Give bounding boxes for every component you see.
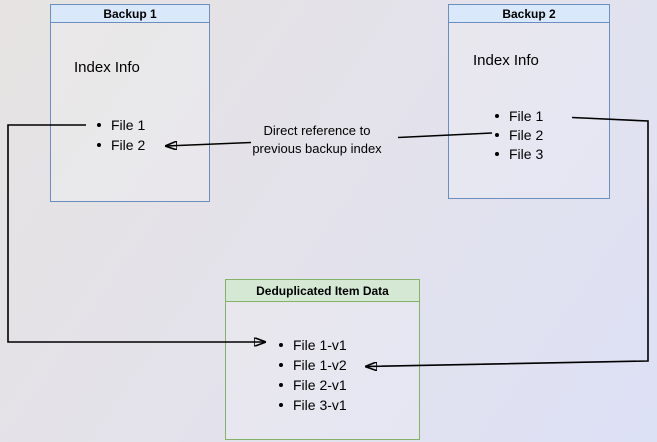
backup1-title: Backup 1 [51,5,209,23]
bullet-icon [495,151,499,156]
list-item: File 3-v1 [279,395,347,415]
bullet-icon [97,123,101,127]
backup2-node: Backup 2 Index Info File 1 File 2 File 3 [448,4,610,199]
dedup-file-list: File 1-v1 File 1-v2 File 2-v1 File 3-v1 [279,335,347,415]
direct-reference-label: Direct reference to previous backup inde… [242,122,392,158]
backup1-node: Backup 1 Index Info File 1 File 2 [50,4,210,202]
list-item: File 2-v1 [279,375,347,395]
bullet-icon [279,403,283,407]
list-item: File 1 [97,115,145,135]
list-item: File 2 [97,135,145,155]
bullet-icon [97,143,101,147]
list-item: File 2 [495,125,543,144]
list-item: File 1 [495,106,543,125]
dedup-title: Deduplicated Item Data [226,280,419,302]
list-item-label: File 2 [111,137,146,153]
backup1-index-info-label: Index Info [74,59,140,76]
list-item-label: File 1 [111,117,146,133]
direct-reference-label-line1: Direct reference to [263,123,371,138]
bullet-icon [279,363,283,367]
list-item-label: File 1 [509,107,544,124]
list-item-label: File 3-v1 [293,397,347,413]
list-item-label: File 2 [509,126,544,143]
list-item: File 1-v2 [279,355,347,375]
list-item: File 1-v1 [279,335,347,355]
direct-reference-label-line2: previous backup index [252,141,382,156]
list-item-label: File 3 [509,145,544,162]
backup2-index-info-label: Index Info [473,52,539,69]
bullet-icon [495,113,499,118]
bullet-icon [495,132,499,137]
dedup-node: Deduplicated Item Data File 1-v1 File 1-… [225,279,420,440]
backup2-title: Backup 2 [449,5,609,23]
list-item-label: File 2-v1 [293,377,347,393]
backup1-file-list: File 1 File 2 [97,115,145,155]
list-item-label: File 1-v1 [293,337,347,353]
bullet-icon [279,383,283,387]
list-item: File 3 [495,144,543,163]
list-item-label: File 1-v2 [293,357,347,373]
bullet-icon [279,343,283,347]
backup2-file-list: File 1 File 2 File 3 [495,106,543,163]
